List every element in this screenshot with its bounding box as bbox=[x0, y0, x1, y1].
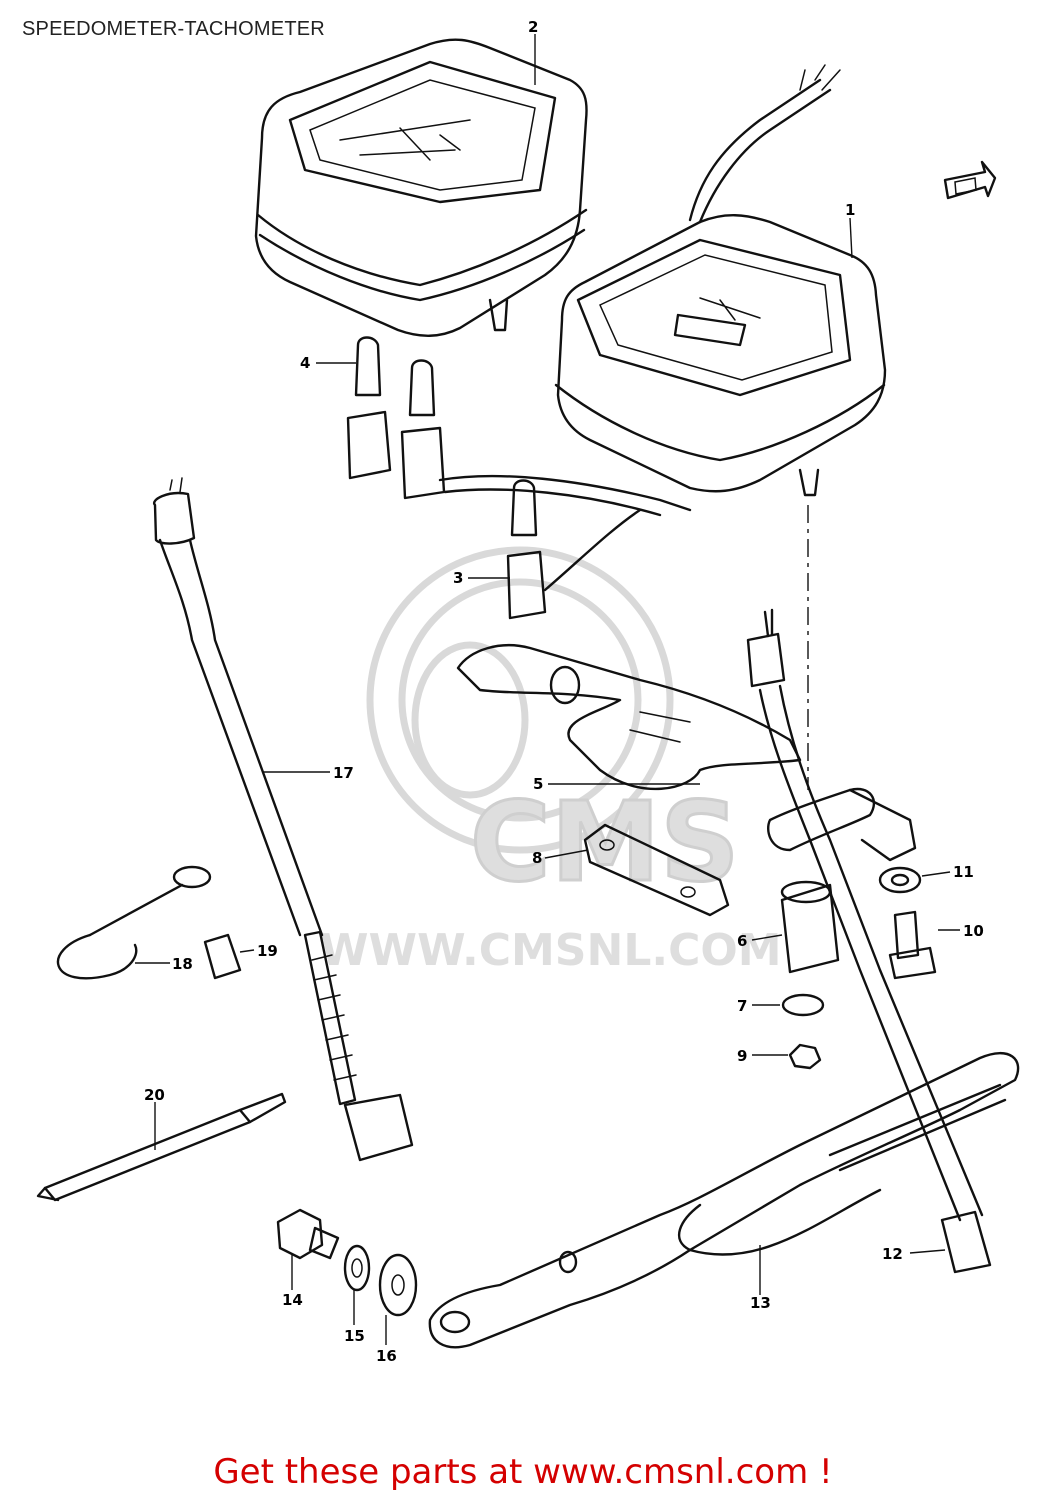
callout-17: 17 bbox=[333, 764, 354, 782]
front-direction-arrow-icon bbox=[943, 160, 997, 200]
callout-20: 20 bbox=[144, 1086, 165, 1104]
part-5-bracket bbox=[456, 644, 802, 791]
callout-13: 13 bbox=[750, 1294, 771, 1312]
parts-diagram: CMS WWW.CMSNL.COM bbox=[36, 18, 1020, 1365]
callout-numbers: 2 1 4 3 5 8 6 7 9 10 11 12 13 14 15 16 1… bbox=[144, 18, 984, 1365]
part-2-tachometer bbox=[254, 38, 588, 337]
footer-shop-link[interactable]: Get these parts at www.cmsnl.com ! bbox=[213, 1452, 833, 1492]
part-20-band bbox=[36, 1092, 287, 1202]
part-9-nut bbox=[788, 1043, 822, 1070]
callout-4: 4 bbox=[300, 354, 310, 372]
leader-lines bbox=[135, 34, 960, 1345]
part-3-bulb-socket bbox=[506, 479, 642, 620]
part-8-plate bbox=[583, 823, 730, 917]
part-7-washer bbox=[781, 993, 825, 1017]
part-4-bulbs bbox=[346, 336, 692, 517]
callout-3: 3 bbox=[453, 569, 463, 587]
callout-1: 1 bbox=[845, 201, 855, 219]
callout-5: 5 bbox=[533, 775, 543, 793]
part-15-washer bbox=[343, 1244, 371, 1292]
part-12-speedo-cable bbox=[746, 608, 992, 1274]
callout-18: 18 bbox=[172, 955, 193, 973]
watermark-logo-text: CMS bbox=[470, 778, 739, 906]
part-17-tacho-cable bbox=[152, 477, 414, 1162]
watermark: CMS WWW.CMSNL.COM bbox=[320, 546, 782, 976]
part-14-bolt bbox=[276, 1208, 340, 1260]
callout-9: 9 bbox=[737, 1047, 747, 1065]
callout-7: 7 bbox=[737, 997, 747, 1015]
part-19-grommet bbox=[203, 933, 242, 980]
callout-14: 14 bbox=[282, 1291, 303, 1309]
callout-19: 19 bbox=[257, 942, 278, 960]
part-18-clip bbox=[56, 865, 212, 980]
part-11-washer bbox=[878, 866, 922, 894]
callout-12: 12 bbox=[882, 1245, 903, 1263]
part-1-speedometer bbox=[554, 64, 887, 497]
callout-15: 15 bbox=[344, 1327, 365, 1345]
callout-2: 2 bbox=[528, 18, 538, 36]
callout-11: 11 bbox=[953, 863, 974, 881]
callout-6: 6 bbox=[737, 932, 747, 950]
callout-10: 10 bbox=[963, 922, 984, 940]
part-10-bolt bbox=[888, 910, 937, 980]
callout-8: 8 bbox=[532, 849, 542, 867]
callout-16: 16 bbox=[376, 1347, 397, 1365]
part-6-grommet bbox=[780, 880, 840, 974]
watermark-url-text: WWW.CMSNL.COM bbox=[320, 925, 782, 976]
part-13-stay bbox=[428, 1052, 1020, 1349]
part-16-washer bbox=[378, 1253, 418, 1317]
diagram-title: SPEEDOMETER-TACHOMETER bbox=[22, 18, 325, 40]
